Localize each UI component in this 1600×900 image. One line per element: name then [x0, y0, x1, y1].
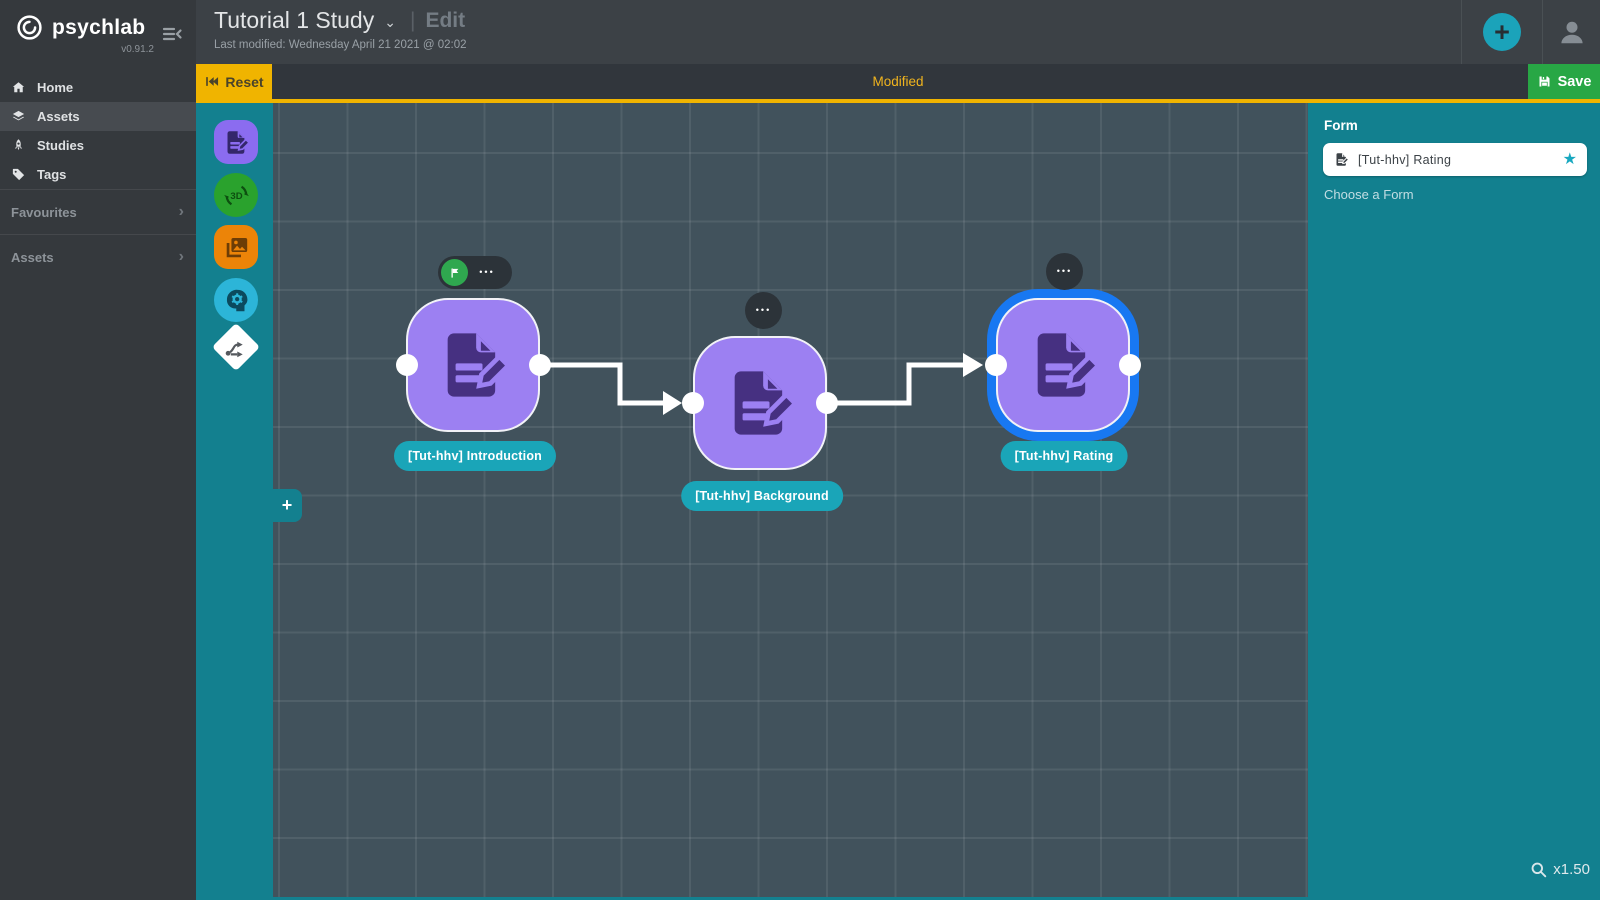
start-flag-button[interactable] [441, 259, 468, 286]
sidebar-item-label: Assets [37, 109, 80, 124]
sidebar-section-assets[interactable]: Assets › [0, 234, 196, 279]
app-name: psychlab [52, 15, 146, 39]
tool-flow-node[interactable] [211, 322, 261, 372]
form-doc-icon [435, 327, 511, 403]
divider [1542, 0, 1543, 64]
tool-3d-node[interactable]: 3D [214, 173, 258, 217]
flag-icon [451, 267, 458, 278]
add-button[interactable]: + [1483, 13, 1521, 51]
tool-cognition-node[interactable] [214, 278, 258, 322]
floppy-icon [1539, 76, 1550, 87]
port-rating-in[interactable] [985, 354, 1007, 376]
tool-image-node[interactable] [214, 225, 258, 269]
port-rating-out[interactable] [1119, 354, 1141, 376]
psychlab-logo-icon [17, 15, 42, 40]
selected-form-value: [Tut-hhv] Rating [1358, 152, 1452, 167]
node-label-rating[interactable]: [Tut-hhv] Rating [1000, 441, 1128, 471]
status-bar: Modified Reset Save [196, 64, 1600, 103]
form-doc-icon [1025, 327, 1101, 403]
port-background-out[interactable] [816, 392, 838, 414]
branch-icon [225, 341, 243, 358]
sidebar-nav: Home Assets Studies Tags [0, 73, 196, 189]
save-button[interactable]: Save [1528, 64, 1600, 99]
sidebar-section-favourites[interactable]: Favourites › [0, 189, 196, 234]
ellipsis-menu-button[interactable]: ••• [1046, 253, 1083, 290]
magnifier-icon [1531, 862, 1547, 878]
form-doc-icon [722, 365, 798, 441]
ellipsis-menu-button[interactable]: ••• [745, 292, 782, 329]
user-icon [1560, 21, 1583, 44]
node-introduction-menu: ••• [438, 256, 512, 289]
node-palette: 3D [196, 103, 273, 900]
reset-label: Reset [225, 73, 264, 90]
form-select[interactable]: [Tut-hhv] Rating ★ [1323, 143, 1587, 176]
arrowhead-icon [963, 353, 983, 377]
form-hint: Choose a Form [1324, 187, 1414, 202]
modified-status: Modified [872, 74, 924, 89]
home-icon [12, 82, 25, 93]
sidebar-item-home[interactable]: Home [0, 73, 196, 102]
form-doc-icon [1334, 152, 1349, 167]
add-node-tab[interactable]: + [272, 489, 302, 522]
last-modified-text: Last modified: Wednesday April 21 2021 @… [214, 39, 467, 51]
node-rating[interactable] [996, 298, 1130, 432]
rocket-icon [14, 139, 23, 151]
port-background-in[interactable] [682, 392, 704, 414]
node-background[interactable] [693, 336, 827, 470]
favourite-star-icon[interactable]: ★ [1562, 150, 1577, 168]
zoom-level: x1.50 [1553, 861, 1590, 878]
divider [1461, 0, 1462, 64]
section-label: Favourites [11, 204, 77, 220]
canvas-grid[interactable]: ••• [Tut-hhv] Introduction ••• [Tut-hhv]… [273, 103, 1308, 900]
sidebar: psychlab v0.91.2 Home Assets Studies [0, 0, 196, 900]
topbar: Tutorial 1 Study ⌄ | Edit Last modified:… [196, 0, 1600, 64]
3d-rotate-icon: 3D [223, 185, 249, 205]
topbar-actions: + [1461, 0, 1600, 64]
app-version: v0.91.2 [121, 44, 154, 55]
head-gear-icon [223, 287, 250, 314]
logo: psychlab [16, 14, 196, 41]
reset-button[interactable]: Reset [196, 64, 272, 99]
avatar[interactable] [1543, 17, 1600, 47]
layers-icon [12, 110, 25, 121]
study-title[interactable]: Tutorial 1 Study [214, 7, 375, 33]
node-label-background[interactable]: [Tut-hhv] Background [681, 481, 843, 511]
arrowhead-icon [663, 391, 682, 415]
skip-back-icon [206, 77, 219, 86]
chevron-right-icon: › [178, 203, 184, 220]
sidebar-item-tags[interactable]: Tags [0, 160, 196, 189]
chevron-down-icon[interactable]: ⌄ [384, 14, 396, 30]
sidebar-header: psychlab v0.91.2 [0, 0, 196, 64]
section-label: Assets [11, 249, 54, 265]
edit-mode-label: Edit [425, 8, 466, 32]
sidebar-collapse-icon[interactable] [160, 22, 184, 42]
port-introduction-in[interactable] [396, 354, 418, 376]
3d-label: 3D [230, 190, 242, 201]
sidebar-item-label: Tags [37, 167, 67, 182]
node-label-introduction[interactable]: [Tut-hhv] Introduction [394, 441, 556, 471]
panel-title: Form [1324, 118, 1358, 133]
title-divider: | [409, 8, 416, 32]
title-row: Tutorial 1 Study ⌄ | Edit [214, 7, 1600, 34]
sidebar-item-studies[interactable]: Studies [0, 131, 196, 160]
image-icon [223, 234, 250, 261]
tag-icon [12, 168, 25, 181]
properties-panel: Form [Tut-hhv] Rating ★ Choose a Form x1… [1308, 103, 1600, 900]
ellipsis-menu-button[interactable]: ••• [468, 268, 512, 277]
port-introduction-out[interactable] [529, 354, 551, 376]
save-label: Save [1557, 73, 1592, 90]
node-introduction[interactable] [406, 298, 540, 432]
chevron-right-icon: › [178, 248, 184, 265]
zoom-indicator: x1.50 [1530, 861, 1590, 878]
add-button-wrap: + [1462, 13, 1542, 51]
sidebar-item-label: Home [37, 80, 74, 95]
sidebar-item-assets[interactable]: Assets [0, 102, 196, 131]
sidebar-item-label: Studies [37, 138, 84, 153]
flow-canvas[interactable]: ••• [Tut-hhv] Introduction ••• [Tut-hhv]… [196, 103, 1308, 900]
form-doc-icon [223, 129, 250, 156]
tool-form-node[interactable] [214, 120, 258, 164]
